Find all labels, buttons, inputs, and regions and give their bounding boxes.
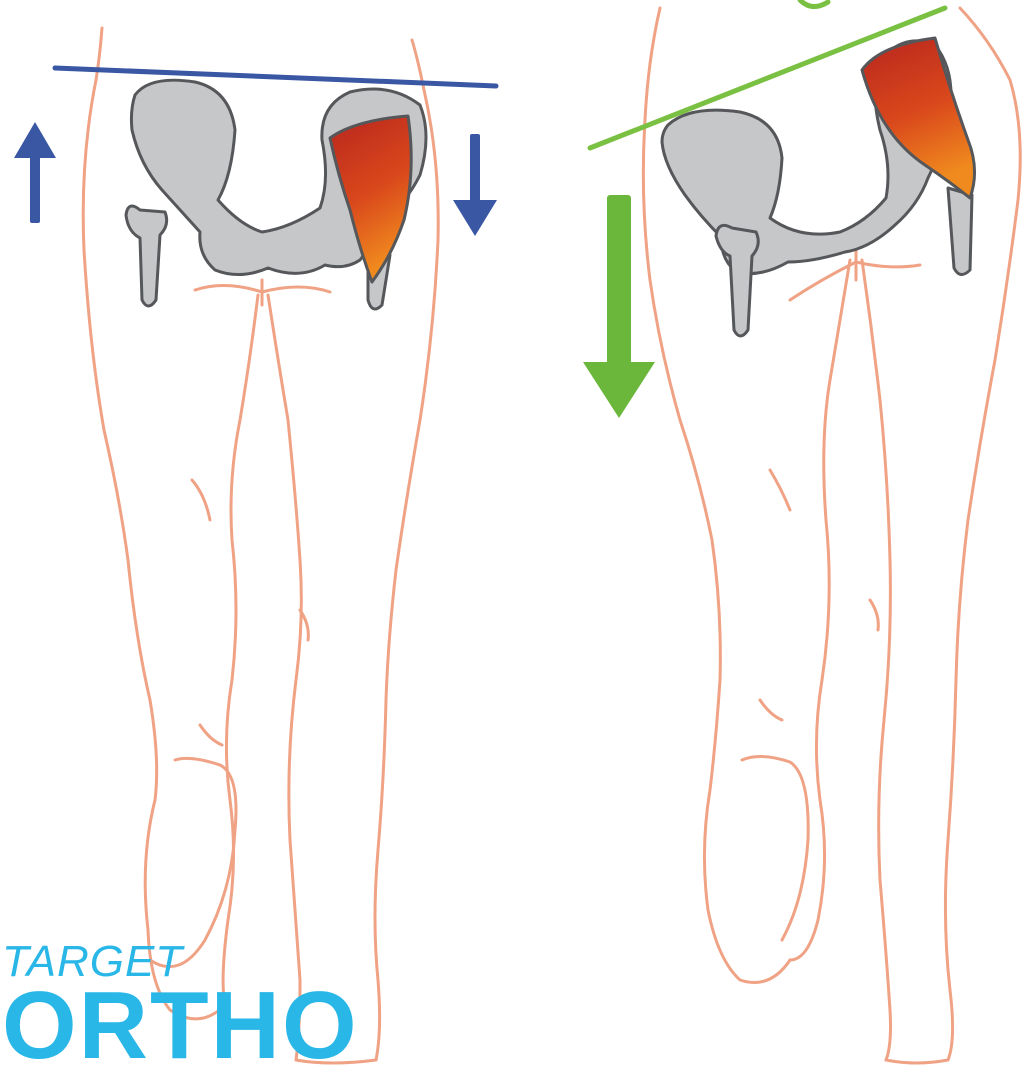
left-pelvis-level-line	[55, 68, 496, 86]
right-figure	[583, 0, 1020, 1063]
left-arrow-down-icon	[453, 134, 497, 236]
left-arrow-up-icon	[14, 122, 56, 223]
left-figure	[14, 28, 497, 1063]
target-ortho-logo: TARGET ORTHO	[2, 940, 359, 1074]
logo-line-ortho: ORTHO	[2, 978, 359, 1074]
right-green-mark	[800, 0, 828, 7]
